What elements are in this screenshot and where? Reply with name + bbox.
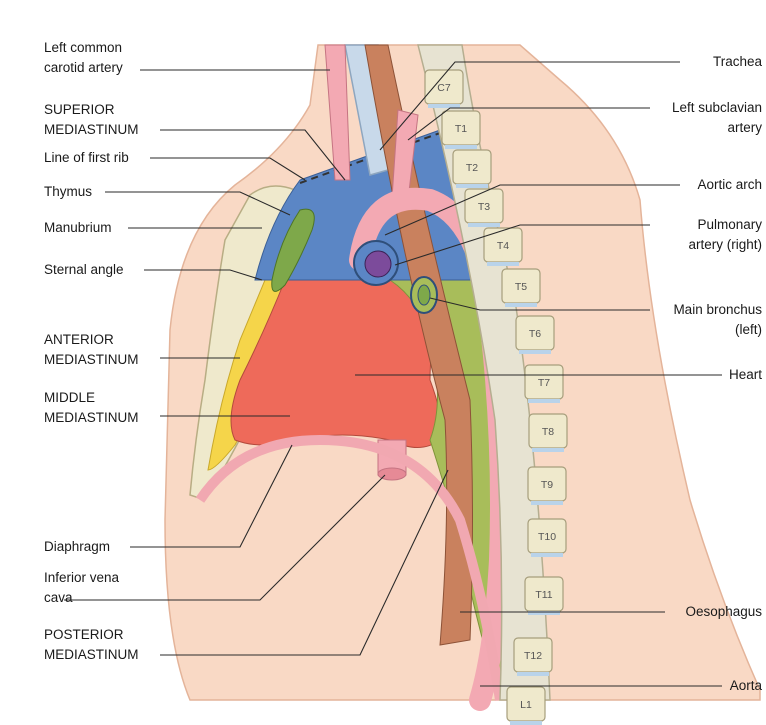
vertebra-t12: T12: [514, 638, 552, 676]
label-inferior-vena-cava: Inferior vena cava: [44, 568, 119, 608]
vertebra-label: T10: [538, 531, 556, 543]
label-line: Main bronchus: [673, 300, 762, 320]
vertebra-label: C7: [437, 82, 451, 94]
vertebra-label: T12: [524, 650, 542, 662]
vertebra-t2: T2: [453, 150, 491, 188]
label-thymus: Thymus: [44, 182, 92, 202]
vertebra-label: T5: [515, 281, 527, 293]
vertebra-label: T11: [535, 589, 552, 601]
label-line: cava: [44, 588, 119, 608]
label-left-common-carotid: Left common carotid artery: [44, 38, 123, 78]
label-manubrium: Manubrium: [44, 218, 112, 238]
label-line: ANTERIOR: [44, 330, 139, 350]
label-line: (left): [673, 320, 762, 340]
label-aortic-arch: Aortic arch: [697, 175, 762, 195]
label-heart: Heart: [729, 365, 762, 385]
vertebra-label: T7: [538, 377, 550, 389]
vertebra-t8: T8: [529, 414, 567, 452]
label-line: MEDIASTINUM: [44, 120, 139, 140]
vertebra-label: L1: [520, 699, 532, 711]
label-line: MEDIASTINUM: [44, 350, 139, 370]
label-pulmonary-artery: Pulmonary artery (right): [688, 215, 762, 255]
vertebra-t10: T10: [528, 519, 566, 557]
label-posterior-mediastinum: POSTERIOR MEDIASTINUM: [44, 625, 139, 665]
label-line: POSTERIOR: [44, 625, 139, 645]
label-line: MEDIASTINUM: [44, 408, 139, 428]
label-main-bronchus: Main bronchus (left): [673, 300, 762, 340]
label-oesophagus: Oesophagus: [685, 602, 762, 622]
label-sternal-angle: Sternal angle: [44, 260, 124, 280]
label-line: Pulmonary: [688, 215, 762, 235]
label-trachea: Trachea: [713, 52, 762, 72]
vertebra-t5: T5: [502, 269, 540, 307]
label-line: artery (right): [688, 235, 762, 255]
label-line: MIDDLE: [44, 388, 139, 408]
label-diaphragm: Diaphragm: [44, 537, 110, 557]
vertebra-label: T3: [478, 201, 490, 213]
label-aorta: Aorta: [730, 676, 762, 696]
label-left-subclavian-artery: Left subclavian artery: [672, 98, 762, 138]
vertebra-t1: T1: [442, 111, 480, 149]
vertebra-label: T8: [542, 426, 554, 438]
vertebra-t9: T9: [528, 467, 566, 505]
label-line: SUPERIOR: [44, 100, 139, 120]
label-line: Inferior vena: [44, 568, 119, 588]
vertebra-t3: T3: [465, 189, 503, 227]
label-line-of-first-rib: Line of first rib: [44, 148, 129, 168]
label-superior-mediastinum: SUPERIOR MEDIASTINUM: [44, 100, 139, 140]
label-anterior-mediastinum: ANTERIOR MEDIASTINUM: [44, 330, 139, 370]
vertebra-label: T9: [541, 479, 553, 491]
vertebra-l1: L1: [507, 687, 545, 725]
label-line: Left subclavian: [672, 98, 762, 118]
vertebra-t6: T6: [516, 316, 554, 354]
label-line: Left common: [44, 38, 123, 58]
label-middle-mediastinum: MIDDLE MEDIASTINUM: [44, 388, 139, 428]
vertebra-c7: C7: [425, 70, 463, 108]
label-line: MEDIASTINUM: [44, 645, 139, 665]
vertebra-t4: T4: [484, 228, 522, 266]
vertebra-label: T6: [529, 328, 541, 340]
vertebra-t7: T7: [525, 365, 563, 403]
label-line: artery: [672, 118, 762, 138]
vertebra-label: T4: [497, 240, 509, 252]
label-line: carotid artery: [44, 58, 123, 78]
vertebra-label: T2: [466, 162, 478, 174]
vertebra-label: T1: [455, 123, 467, 135]
vertebra-t11: T11: [525, 577, 563, 615]
